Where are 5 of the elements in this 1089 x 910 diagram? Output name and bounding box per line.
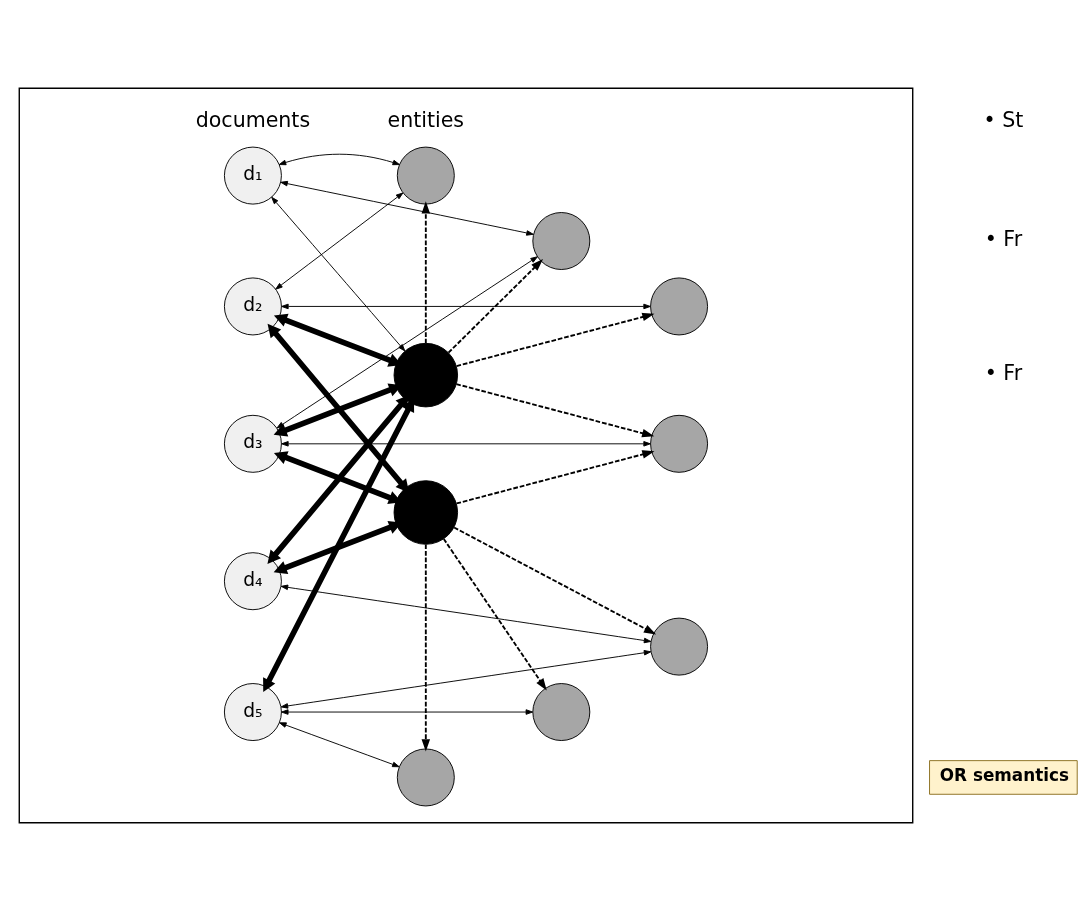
label: entities: [387, 107, 465, 132]
label: • Fr: [984, 360, 1023, 385]
label: • St: [983, 107, 1024, 132]
label: documents: [195, 107, 311, 132]
label: • Fr: [984, 226, 1023, 251]
